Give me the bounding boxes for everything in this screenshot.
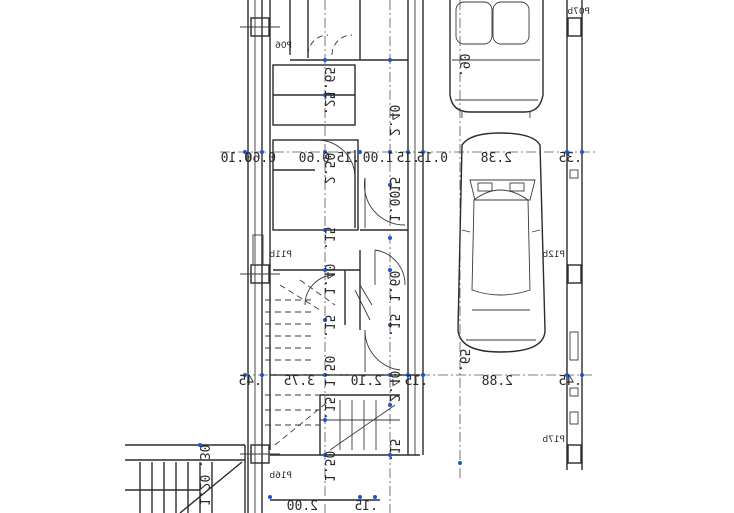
dim-label: 3.75: [284, 374, 315, 389]
dim-label: .15: [386, 177, 401, 200]
dim-label: .15: [397, 151, 420, 166]
dim-label: .15: [405, 374, 428, 389]
label-p12b: P12b: [542, 250, 565, 260]
dim-label: 0.10: [221, 151, 252, 166]
dim-label: .15: [321, 315, 336, 338]
dim-label: .30: [196, 445, 211, 468]
dim-label: 0.60: [299, 151, 330, 166]
marker-points: [198, 58, 584, 499]
dim-label: .35: [559, 151, 582, 166]
building-walls: [125, 0, 424, 513]
dim-label: 2.40: [386, 105, 401, 136]
dim-label: 2.40: [386, 371, 401, 402]
label-p06: P06: [275, 41, 292, 51]
dim-label: 2.10: [351, 374, 382, 389]
dimension-texts-horizontal: 0.10 0.60 0.60 .15 1.00 .15 0.15 2.38 .3…: [221, 151, 582, 513]
point-labels: P06 P07b P11b P12b P16b P17b: [269, 7, 590, 481]
dim-label: 1.40: [321, 264, 336, 295]
dim-label: .45: [239, 374, 262, 389]
right-boundary: [566, 0, 583, 470]
dim-label: .90: [456, 54, 471, 77]
dim-label: .15: [321, 397, 336, 420]
doors: [304, 34, 406, 372]
dim-label: 2.00: [287, 499, 318, 513]
car-bottom-icon: [457, 132, 546, 353]
dim-label: 1.50: [321, 356, 336, 387]
columns: [240, 17, 280, 464]
car-top-icon: [449, 0, 544, 118]
dim-label: 1.60: [386, 271, 401, 302]
dim-label: .45: [559, 374, 582, 389]
dim-label: 2.38: [481, 151, 512, 166]
dim-label: 1.00: [363, 151, 394, 166]
dim-label: 1.65: [321, 67, 336, 98]
label-p11b: P11b: [269, 250, 292, 260]
dim-label: 2.88: [482, 374, 513, 389]
stairs: [125, 279, 400, 513]
dim-label: 1.50: [321, 451, 336, 482]
dim-label: 0.15: [417, 151, 448, 166]
label-p07b: P07b: [567, 7, 590, 17]
dim-label: 1.20: [196, 475, 211, 506]
dim-label: 0.60: [245, 151, 276, 166]
dim-label: .15: [337, 151, 360, 166]
dim-label: 2.50: [321, 153, 336, 184]
dim-label: .15: [386, 439, 401, 462]
label-p17b: P17b: [542, 435, 565, 445]
dim-label: .15: [355, 499, 378, 513]
dimension-texts-vertical: 1.65 .25 2.40 2.50 1.00 .15 .15 1.60 .15…: [196, 54, 471, 506]
dim-label: .65: [456, 349, 471, 372]
dim-label: .15: [386, 314, 401, 337]
dim-label: .25: [321, 92, 336, 115]
label-p16b: P16b: [269, 471, 292, 481]
dim-label: .15: [321, 227, 336, 250]
dim-label: 1.00: [386, 191, 401, 222]
